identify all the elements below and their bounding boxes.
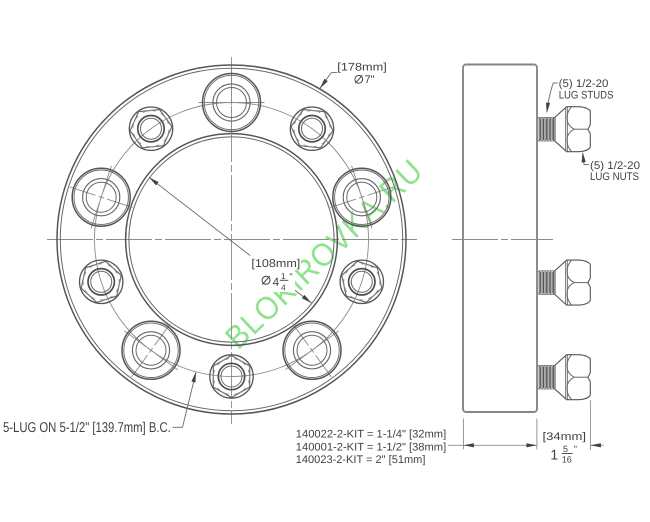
svg-text:5: 5 <box>563 444 568 454</box>
svg-text:16: 16 <box>562 454 572 464</box>
svg-text:7": 7" <box>365 74 375 86</box>
svg-text:LUG NUTS: LUG NUTS <box>590 171 639 183</box>
svg-text:(5) 1/2-20: (5) 1/2-20 <box>590 160 640 172</box>
svg-text:[178mm]: [178mm] <box>337 62 387 74</box>
svg-text:[34mm]: [34mm] <box>543 431 587 443</box>
svg-text:140022-2-KIT = 1-1/4" [32mm]: 140022-2-KIT = 1-1/4" [32mm] <box>296 428 446 440</box>
svg-text:4: 4 <box>273 275 280 289</box>
svg-text:140001-2-KIT = 1-1/2" [38mm]: 140001-2-KIT = 1-1/2" [38mm] <box>296 441 446 453</box>
svg-text:LUG STUDS: LUG STUDS <box>559 89 614 101</box>
svg-text:1: 1 <box>281 271 286 281</box>
svg-text:": " <box>290 272 293 282</box>
svg-text:1: 1 <box>550 446 558 462</box>
svg-text:[108mm]: [108mm] <box>251 258 300 270</box>
svg-text:BLOKIROVKA.RU: BLOKIROVKA.RU <box>218 152 430 356</box>
svg-text:(5) 1/2-20: (5) 1/2-20 <box>559 78 609 90</box>
svg-text:5-LUG ON 5-1/2" [139.7mm] B.C.: 5-LUG ON 5-1/2" [139.7mm] B.C. <box>3 420 171 436</box>
svg-text:": " <box>574 444 577 454</box>
svg-text:4: 4 <box>281 282 286 292</box>
svg-text:140023-2-KIT = 2" [51mm]: 140023-2-KIT = 2" [51mm] <box>296 454 426 466</box>
